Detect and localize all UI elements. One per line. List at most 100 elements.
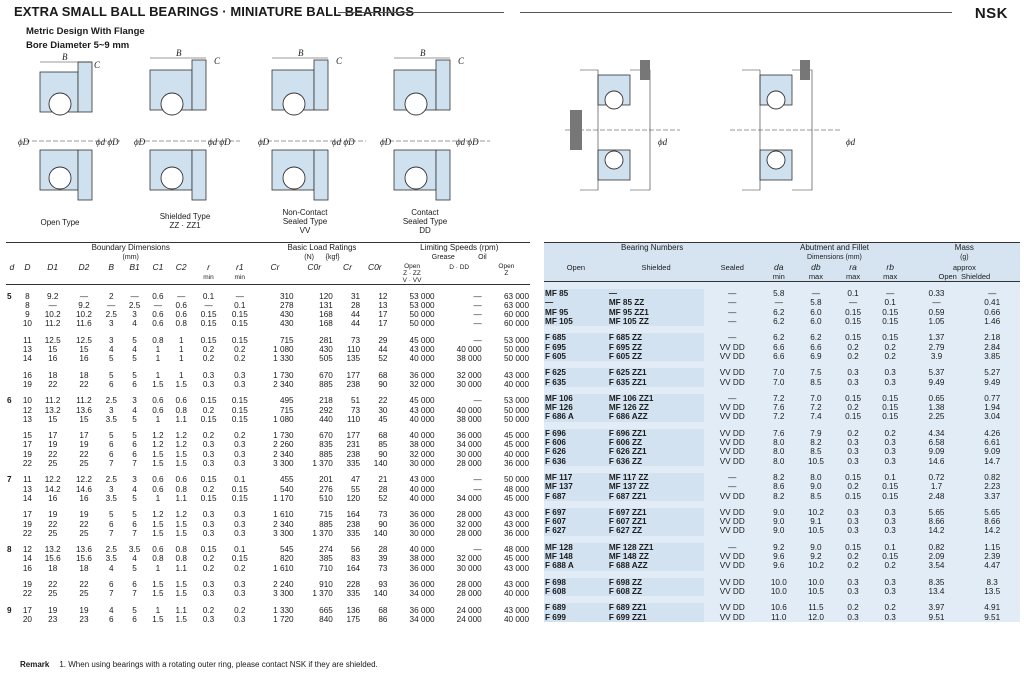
cell-c2: 1.1	[175, 605, 187, 615]
cell-c2: 1.2	[175, 510, 187, 520]
cell-c0r: 715	[319, 510, 333, 520]
cell-d2: 19	[79, 605, 89, 615]
cell-r1: 0.1	[234, 300, 246, 310]
cell-c2: 0.8	[175, 484, 187, 494]
cell-ck: 28	[351, 300, 361, 310]
cell-db: 7.2	[810, 403, 822, 413]
cell-d	[6, 589, 18, 598]
cell-ra: 0.2	[847, 342, 859, 352]
cell-c0k: 52	[378, 493, 388, 503]
cell-ck: 56	[351, 545, 361, 555]
cell-b1: 5	[132, 431, 137, 441]
cell-da: 8.2	[773, 472, 785, 482]
cell-so: 48 000	[503, 484, 529, 494]
cell-c2: 1.5	[175, 580, 187, 590]
cell-sg1: 50 000	[409, 310, 435, 320]
cell-r1: 0.3	[234, 449, 246, 459]
cell-ra: 0.2	[847, 482, 859, 492]
cell-r: 0.15	[200, 396, 217, 406]
cell-r1: 0.15	[231, 319, 248, 329]
cell-da: 8.2	[773, 491, 785, 501]
cell-c0k: 90	[378, 449, 388, 459]
cell-so: 43 000	[503, 605, 529, 615]
cell-o: F 695	[544, 342, 608, 352]
cell-ck: 164	[346, 563, 361, 573]
cell-d: 10	[22, 319, 32, 329]
cell-c1: 1	[155, 370, 161, 380]
cell-rb: 0.15	[882, 317, 899, 327]
cell-d: 16	[22, 563, 32, 573]
cell-ck: 238	[346, 449, 361, 459]
cell-c0r: 910	[319, 580, 333, 590]
cell-mo: 1.7	[930, 482, 943, 492]
cell-se: VV DD	[719, 586, 745, 596]
cell-rb: 0.15	[882, 307, 899, 317]
cell-da: 8.0	[773, 447, 785, 457]
cell-c1: 0.6	[152, 405, 164, 415]
cell-sg1: 36 000	[409, 519, 435, 529]
cell-c2: 0.8	[175, 554, 187, 564]
cell-c0k: 140	[373, 528, 388, 538]
cell-d: 8	[25, 291, 30, 301]
cell-ck: 44	[351, 310, 361, 320]
cell-s: MF 148 ZZ	[607, 552, 705, 562]
cell-c0k: 28	[378, 545, 388, 555]
cell-sg1: 30 000	[409, 528, 435, 538]
cell-b: 6	[108, 519, 114, 529]
cell-d: 8	[7, 545, 12, 555]
cell-cr: 1 080	[273, 345, 294, 355]
cell-r: 0.2	[202, 605, 215, 615]
cell-d1: 25	[48, 459, 58, 469]
cell-rb: 0.3	[884, 526, 896, 536]
cell-sg2: 30 000	[456, 563, 482, 573]
cell-d	[6, 345, 18, 354]
cell-d: 14	[22, 493, 32, 503]
cell-b: 7	[108, 528, 114, 538]
cell-ck: 51	[351, 396, 361, 406]
cell-b: 4	[108, 345, 114, 355]
cell-se: VV DD	[719, 517, 745, 527]
cell-rb: 0.1	[884, 298, 896, 308]
cell-o: F 686 A	[544, 412, 608, 422]
cell-sg2: 38 000	[456, 354, 482, 364]
cell-c0k: 90	[378, 519, 388, 529]
cell-r1: 0.2	[234, 605, 246, 615]
cell-mo: 14.2	[928, 526, 945, 536]
cell-so: 40 000	[503, 449, 529, 459]
cell-d1: 16	[48, 493, 58, 503]
cell-ck: 177	[346, 370, 361, 380]
cell-sg2: 32 000	[456, 554, 482, 564]
cell-c0r: 710	[319, 563, 333, 573]
cell-c0k: 39	[378, 554, 388, 564]
cell-d1: 13.2	[44, 405, 61, 415]
cell-db: 6.6	[810, 342, 822, 352]
cell-sg1: 34 000	[409, 614, 435, 624]
cell-cr: 3 300	[273, 528, 294, 538]
cell-r1: 0.3	[234, 510, 246, 520]
cell-da: 7.0	[773, 368, 785, 378]
cell-sg2: 40 000	[456, 405, 482, 415]
cell-c0r: 120	[319, 291, 333, 301]
cell-se: VV DD	[719, 377, 745, 387]
cell-ck: 231	[346, 440, 361, 450]
cell-o: F 605	[544, 351, 608, 362]
svg-text:ϕd: ϕd	[846, 137, 856, 147]
svg-text:B: B	[420, 48, 426, 58]
cell-c1: —	[153, 300, 162, 310]
cell-d1: 11.2	[45, 396, 61, 406]
cell-d1: 14.2	[44, 484, 61, 494]
cell-c0r: 385	[319, 554, 333, 564]
cell-rb: 0.3	[884, 612, 896, 622]
cell-rb: 0.2	[884, 603, 896, 613]
cell-r: 0.15	[200, 493, 217, 503]
cell-b1: 5	[132, 335, 137, 345]
cell-db: 6.0	[810, 307, 822, 317]
cell-cr: 1 610	[273, 563, 294, 573]
cell-sg1: 38 000	[409, 554, 435, 564]
